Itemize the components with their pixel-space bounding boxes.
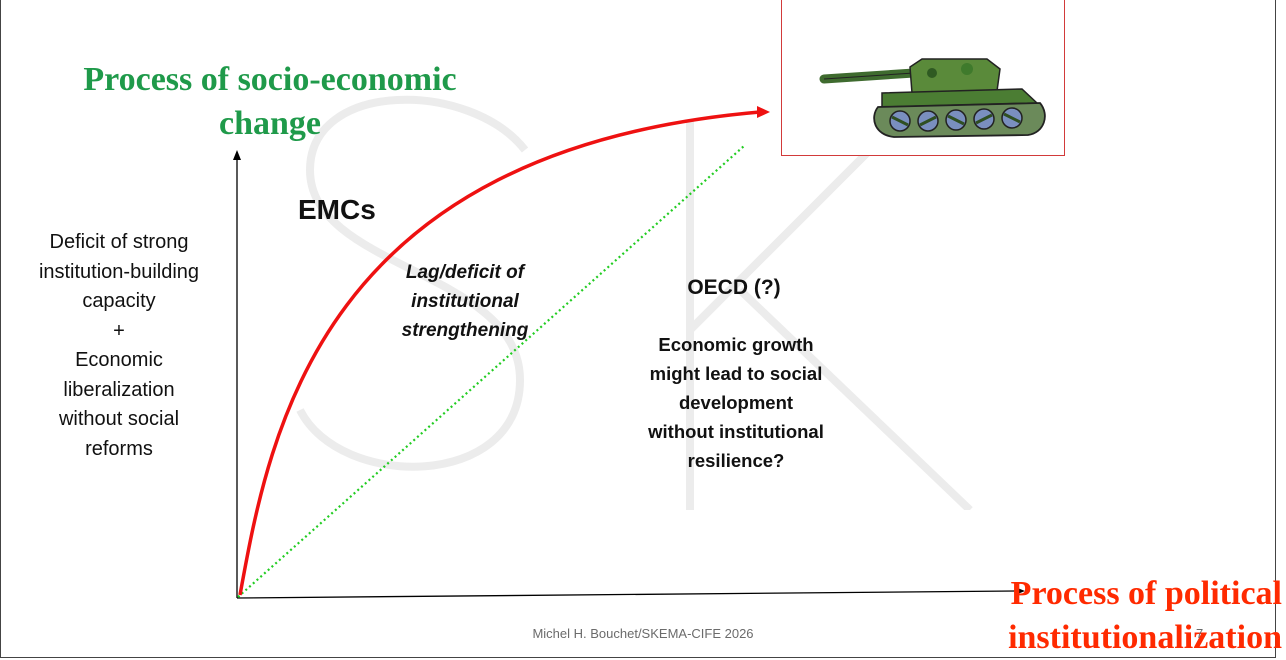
- y-axis-arrow: [233, 150, 241, 160]
- footer-credit: Michel H. Bouchet/SKEMA-CIFE 2026: [532, 626, 754, 641]
- x-axis-arrow: [1015, 587, 1025, 595]
- tank-icon: [819, 58, 1046, 138]
- tank-image-box: [781, 0, 1065, 156]
- curve-arrowhead: [757, 106, 770, 118]
- y-axis-title: Process of socio-economic change: [83, 61, 457, 142]
- x-axis-title: Process of political institutionalizatio…: [1008, 575, 1282, 656]
- emcs-curve: [238, 110, 761, 596]
- growth-label: Economic growth might lead to social dev…: [648, 334, 824, 471]
- emcs-label: EMCs: [298, 194, 376, 225]
- lag-label: Lag/deficit of institutional strengtheni…: [401, 262, 529, 341]
- oecd-label: OECD (?): [687, 276, 781, 299]
- left-annotation: Deficit of strong institution-building c…: [38, 231, 200, 460]
- page-number: 7: [1196, 626, 1204, 641]
- x-axis: [236, 590, 1016, 599]
